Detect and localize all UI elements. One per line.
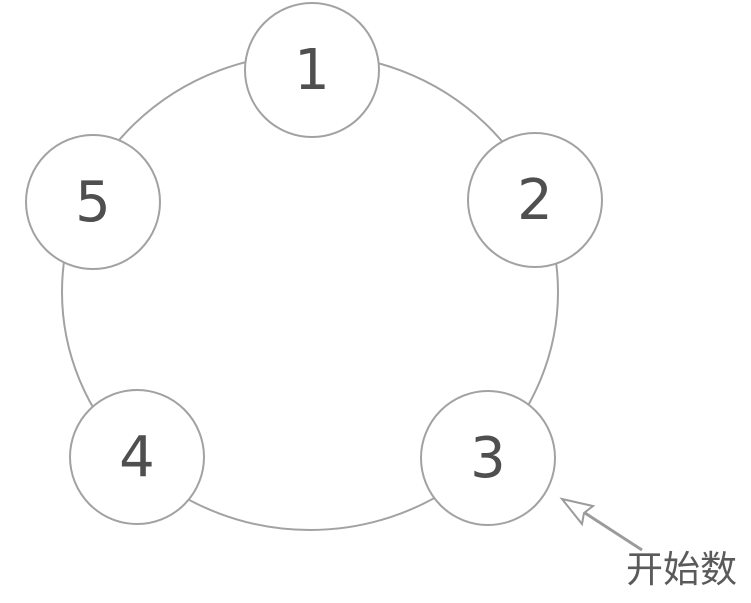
start-arrow-shaft [584,511,643,552]
node-5: 5 [25,134,161,270]
start-arrow-head-icon [559,497,596,527]
node-1-label: 1 [294,37,330,103]
node-1: 1 [244,2,380,138]
node-4-label: 4 [119,424,155,490]
node-2: 2 [467,132,603,268]
start-counting-label: 开始数 [626,548,737,591]
node-2-label: 2 [517,167,553,233]
node-3-label: 3 [470,425,506,491]
node-4: 4 [69,389,205,525]
node-3: 3 [420,390,556,526]
node-5-label: 5 [75,169,111,235]
